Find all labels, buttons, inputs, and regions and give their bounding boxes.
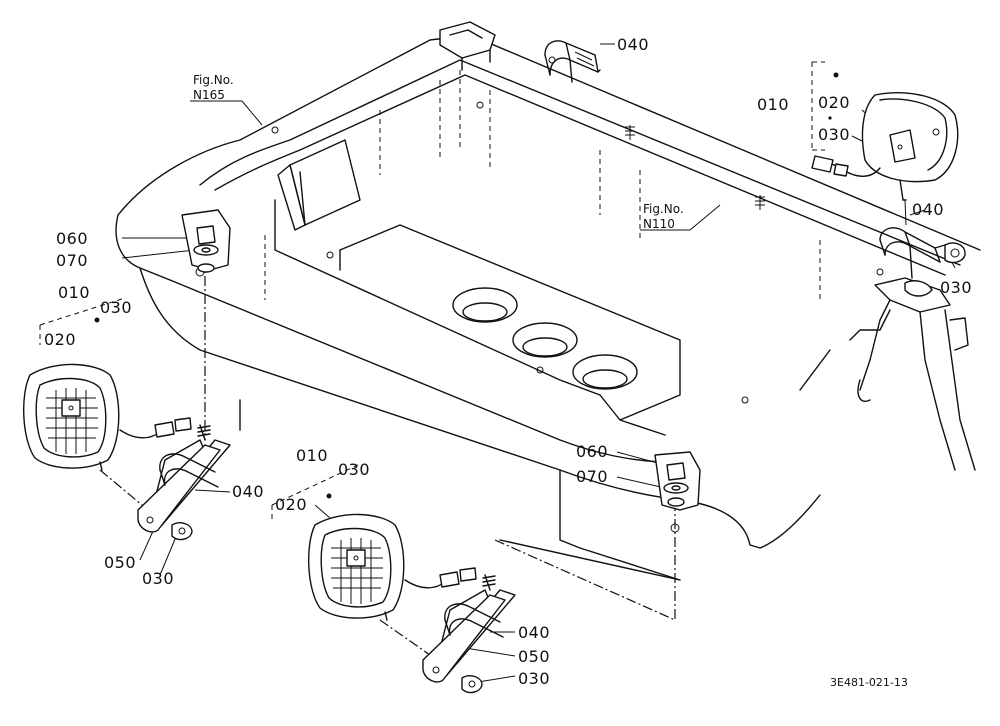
washer-stack-right — [654, 451, 701, 511]
callouts: 040 010 020 030 040 030 060 070 010 030 … — [44, 35, 972, 688]
fig-ref-n110[interactable]: Fig.No. N110 — [643, 202, 684, 231]
callout-070-left[interactable]: 070 — [56, 251, 88, 270]
callout-020-left[interactable]: 020 — [44, 330, 76, 349]
callout-070-right[interactable]: 070 — [576, 467, 608, 486]
callout-040-top[interactable]: 040 — [617, 35, 649, 54]
callout-040-center[interactable]: 040 — [518, 623, 550, 642]
callout-060-right[interactable]: 060 — [576, 442, 608, 461]
callout-050-center[interactable]: 050 — [518, 647, 550, 666]
callout-030-left-nut[interactable]: 030 — [142, 569, 174, 588]
washer-stack-left — [181, 209, 231, 273]
fig-ref-number: N165 — [193, 88, 225, 102]
fig-ref-number: N110 — [643, 217, 675, 231]
callout-020-upper-right[interactable]: 020 — [818, 93, 850, 112]
cab-frame — [115, 21, 981, 581]
callout-030-center[interactable]: 030 — [338, 460, 370, 479]
leader-lines — [39, 43, 956, 683]
callout-030-right-nut[interactable]: 030 — [940, 278, 972, 297]
bracket-center — [422, 574, 516, 694]
callout-030-left[interactable]: 030 — [100, 298, 132, 317]
drawing-code: 3E481-021-13 — [830, 676, 908, 689]
callout-060-left[interactable]: 060 — [56, 229, 88, 248]
callout-010-upper-right[interactable]: 010 — [757, 95, 789, 114]
u-bolt-top — [544, 40, 601, 83]
callout-040-left[interactable]: 040 — [232, 482, 264, 501]
callout-020-center[interactable]: 020 — [275, 495, 307, 514]
callout-040-right[interactable]: 040 — [912, 200, 944, 219]
work-light-left — [22, 317, 192, 471]
fig-ref-label: Fig.No. — [193, 73, 234, 87]
callout-010-center[interactable]: 010 — [296, 446, 328, 465]
u-bolt-right — [879, 199, 966, 279]
callout-050-left[interactable]: 050 — [104, 553, 136, 572]
work-light-center — [307, 493, 477, 621]
fig-ref-n165[interactable]: Fig.No. N165 — [193, 73, 234, 102]
work-light-upper-right — [811, 72, 959, 201]
bracket-left — [137, 424, 231, 541]
callout-010-left[interactable]: 010 — [58, 283, 90, 302]
callout-030-upper-right[interactable]: 030 — [818, 125, 850, 144]
fig-ref-label: Fig.No. — [643, 202, 684, 216]
callout-030-center-nut[interactable]: 030 — [518, 669, 550, 688]
